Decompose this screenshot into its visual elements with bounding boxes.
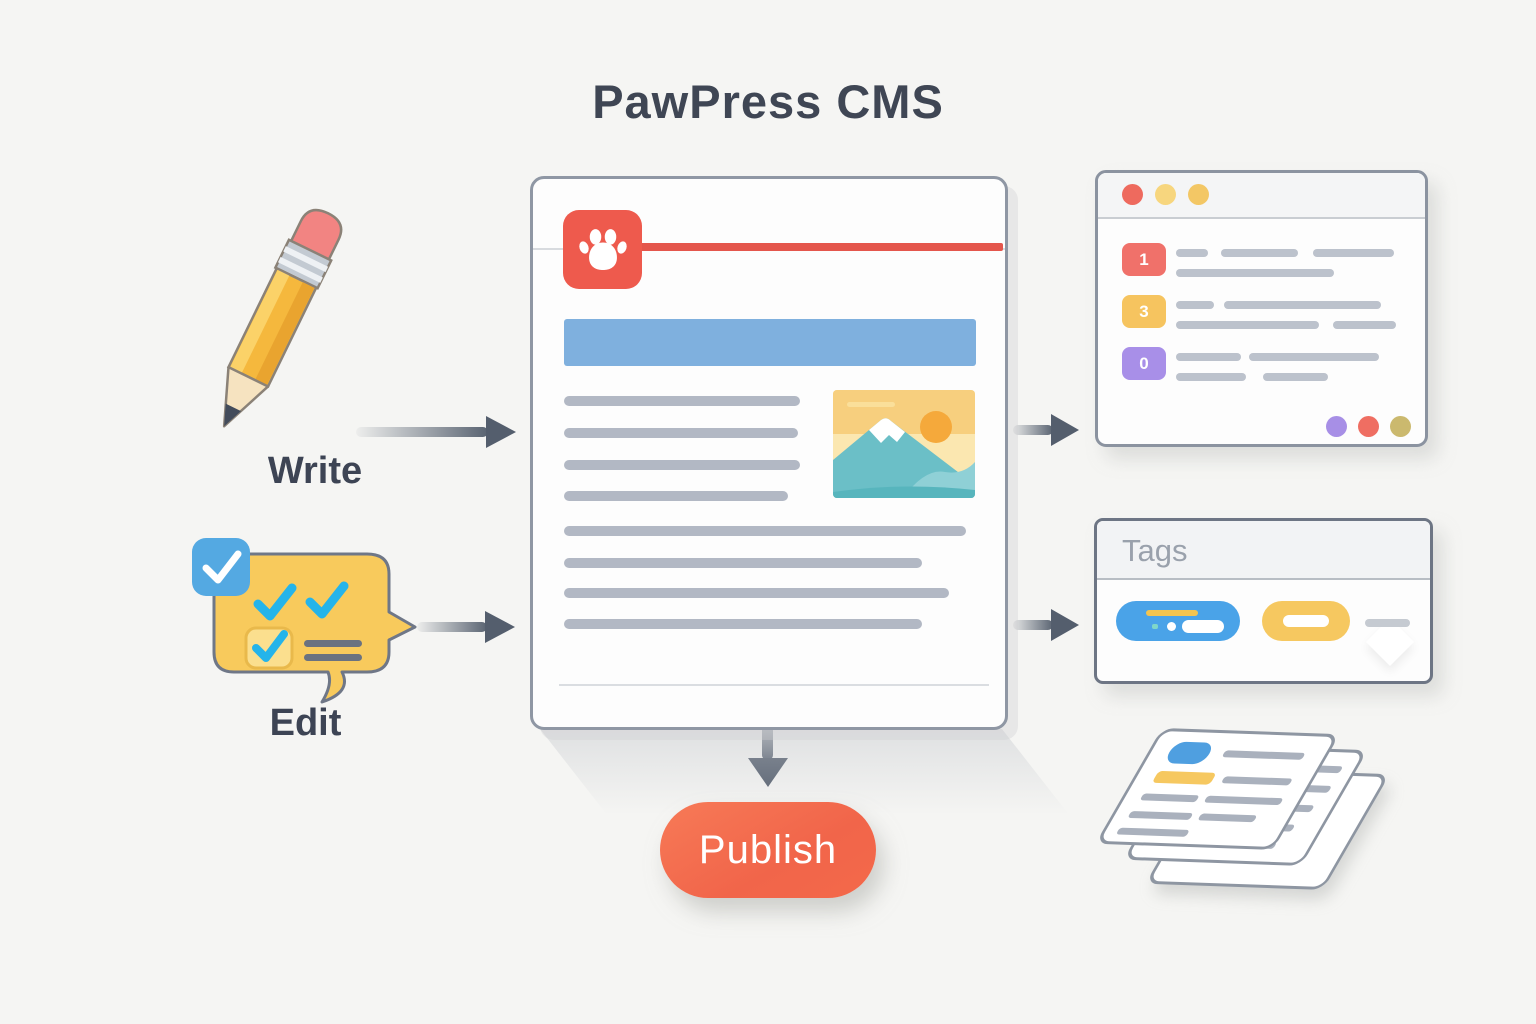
list-text-line bbox=[1176, 249, 1208, 257]
tag-pill-detail-dot bbox=[1152, 624, 1158, 629]
editor-text-line bbox=[564, 588, 949, 598]
editor-text-line bbox=[564, 460, 800, 470]
editor-text-line bbox=[564, 619, 922, 629]
list-text-line bbox=[1249, 353, 1379, 361]
tag-pill-yellow[interactable] bbox=[1262, 601, 1350, 641]
edit-step-label: Edit bbox=[269, 702, 342, 744]
list-panel-header bbox=[1098, 173, 1425, 219]
list-text-line bbox=[1176, 321, 1319, 329]
editor-text-line bbox=[564, 396, 800, 406]
editor-text-line bbox=[564, 428, 798, 438]
list-text-line bbox=[1221, 249, 1298, 257]
page-text-line bbox=[1115, 827, 1190, 837]
tag-placeholder-line bbox=[1365, 619, 1410, 627]
tag-pill-detail-dot bbox=[1167, 622, 1176, 631]
editor-to-tags-arrow bbox=[1013, 609, 1079, 641]
list-item-badge: 1 bbox=[1122, 243, 1166, 276]
editor-image-thumbnail bbox=[833, 390, 975, 498]
list-item-badge: 0 bbox=[1122, 347, 1166, 380]
paw-icon bbox=[578, 228, 627, 270]
list-text-line bbox=[1333, 321, 1396, 329]
editor-accent-line bbox=[637, 243, 1003, 251]
list-item-badge: 3 bbox=[1122, 295, 1166, 328]
editor-text-line bbox=[564, 558, 922, 568]
list-text-line bbox=[1176, 269, 1334, 277]
write-step-label: Write bbox=[267, 450, 363, 492]
status-dot-red bbox=[1358, 416, 1379, 437]
status-dot-purple bbox=[1326, 416, 1347, 437]
published-docs-stack bbox=[1090, 712, 1430, 922]
editor-window bbox=[530, 176, 1008, 730]
status-dot-khaki bbox=[1390, 416, 1411, 437]
list-text-line bbox=[1176, 373, 1246, 381]
list-text-line bbox=[1313, 249, 1394, 257]
tag-pill-blue[interactable] bbox=[1116, 601, 1240, 641]
tags-panel-header: Tags bbox=[1097, 521, 1430, 580]
traffic-dot-yellow bbox=[1155, 184, 1176, 205]
page-text-line bbox=[1220, 776, 1293, 786]
traffic-dot-orange bbox=[1188, 184, 1209, 205]
edit-checklist-icon bbox=[192, 538, 417, 704]
tag-pill-detail-line bbox=[1146, 610, 1198, 616]
post-list-panel: 1 3 0 bbox=[1095, 170, 1428, 447]
editor-footer-divider bbox=[559, 684, 989, 686]
pencil-icon bbox=[222, 208, 343, 428]
list-text-line bbox=[1224, 301, 1381, 309]
editor-text-line bbox=[564, 526, 966, 536]
editor-text-line bbox=[564, 491, 788, 501]
page-yellow-highlight bbox=[1151, 770, 1217, 785]
page-text-line bbox=[1197, 813, 1258, 823]
list-text-line bbox=[1176, 301, 1214, 309]
traffic-dot-red bbox=[1122, 184, 1143, 205]
page-text-line bbox=[1203, 795, 1284, 806]
publish-button[interactable]: Publish bbox=[660, 802, 876, 898]
tags-panel: Tags bbox=[1094, 518, 1433, 684]
page-blue-blob bbox=[1163, 741, 1216, 765]
tag-pill-detail-line bbox=[1283, 615, 1329, 627]
page-title: PawPress CMS bbox=[592, 75, 944, 128]
page-text-line bbox=[1139, 793, 1200, 803]
write-to-editor-arrow bbox=[356, 416, 516, 448]
tags-panel-title: Tags bbox=[1122, 533, 1188, 568]
mountain-sun-image bbox=[833, 390, 975, 498]
editor-title-bar bbox=[564, 319, 976, 366]
tag-pill-detail-line bbox=[1182, 620, 1224, 633]
page-text-line bbox=[1127, 810, 1194, 821]
paw-logo-tile bbox=[563, 210, 642, 289]
list-text-line bbox=[1263, 373, 1328, 381]
page-text-line bbox=[1221, 750, 1306, 760]
editor-to-list-arrow bbox=[1013, 414, 1079, 446]
edit-to-editor-arrow bbox=[417, 611, 515, 643]
list-text-line bbox=[1176, 353, 1241, 361]
